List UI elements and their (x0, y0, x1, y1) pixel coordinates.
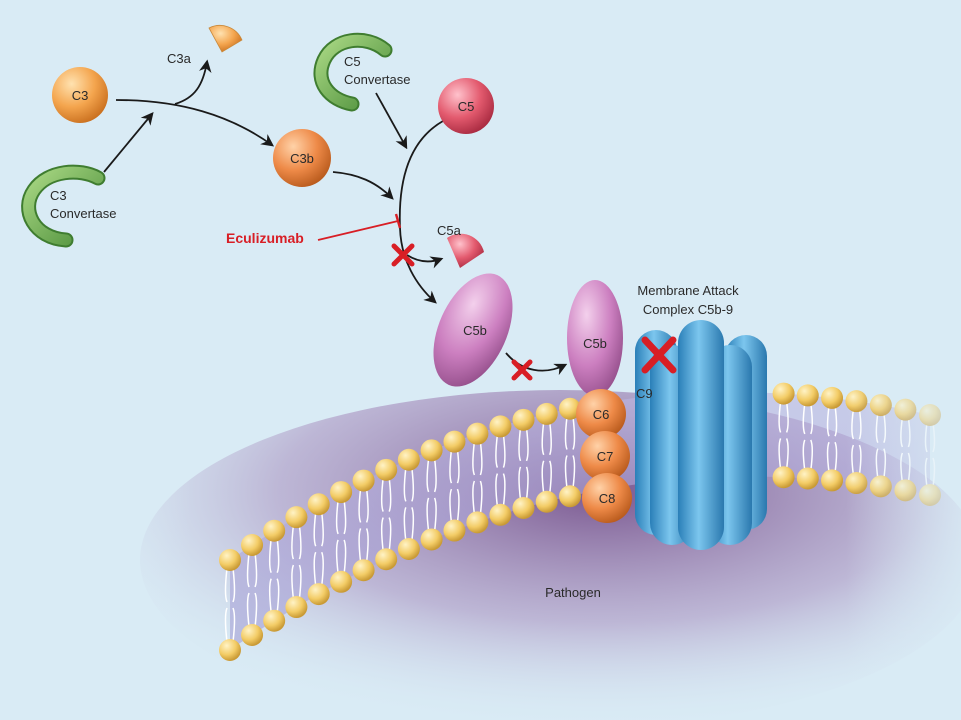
lipid-tail (932, 457, 936, 488)
lipid-head (307, 583, 330, 606)
arrow-c3b-to-junction (332, 171, 394, 200)
lipid-head (397, 448, 420, 471)
c5b-free-label: C5b (463, 323, 487, 338)
lipid-head (443, 430, 466, 453)
c3-convertase: C3 Convertase (21, 164, 116, 248)
mac-label-1: Membrane Attack (637, 283, 739, 298)
c5b-bound-molecule: C5b (567, 280, 623, 396)
c3b-label: C3b (290, 151, 314, 166)
c3-convertase-label-1: C3 (50, 188, 67, 203)
lipid-head (352, 559, 375, 582)
c5a-label: C5a (437, 223, 462, 238)
lipid-head (375, 458, 398, 481)
lipid-head (352, 469, 375, 492)
lipid-head (420, 528, 443, 551)
c3-label: C3 (72, 88, 89, 103)
arrow-c3-convertase-to-junction (103, 112, 154, 173)
lipid-head (285, 506, 308, 529)
c9-pore: C9 (635, 320, 767, 550)
lipid-tail (932, 422, 936, 453)
arrow-junction-to-c3a (174, 59, 212, 105)
c5a-fragment: C5a (437, 223, 484, 268)
c3-molecule: C3 (52, 67, 108, 123)
arrow-c5b-to-complex (505, 352, 568, 376)
lipid-head (869, 394, 892, 417)
arrow-c3-to-c3b (115, 99, 275, 147)
c3b-molecule: C3b (273, 129, 331, 187)
lipid-head (919, 404, 941, 426)
c5-convertase: C5 Convertase (313, 32, 410, 112)
lipid-head (489, 415, 512, 438)
block-marks (391, 243, 677, 381)
pathway-arrows (103, 59, 568, 376)
lipid-head (821, 386, 844, 409)
c5b-bound-label: C5b (583, 336, 607, 351)
lipid-head (263, 609, 286, 632)
mac-label-2: Complex C5b-9 (643, 302, 733, 317)
lipid-head (263, 519, 286, 542)
c7-molecule: C7 (580, 431, 630, 481)
lipid-head (821, 469, 844, 492)
lipid-head (443, 519, 466, 542)
c6-molecule: C6 (576, 389, 626, 439)
lipid-head (241, 534, 264, 557)
c5-convertase-label-2: Convertase (344, 72, 410, 87)
c5b-free-molecule: C5b (433, 273, 513, 387)
c3a-label: C3a (167, 51, 192, 66)
lipid-head (489, 503, 512, 526)
lipid-head (894, 398, 917, 421)
pathogen-label: Pathogen (545, 585, 601, 600)
c8-label: C8 (599, 491, 616, 506)
lipid-head (466, 422, 489, 445)
lipid-head (845, 472, 868, 495)
lipid-head (330, 570, 353, 593)
eculizumab-inhibitor: Eculizumab (226, 213, 402, 246)
c8-molecule: C8 (582, 473, 632, 523)
lipid-head (307, 493, 330, 516)
lipid-head (845, 390, 868, 413)
c3-convertase-label-2: Convertase (50, 206, 116, 221)
mac-label: Membrane Attack Complex C5b-9 (637, 283, 739, 317)
lipid-head (772, 382, 795, 405)
lipid-head (796, 384, 819, 407)
c9-label: C9 (636, 386, 653, 401)
c6-label: C6 (593, 407, 610, 422)
lipid-head (535, 490, 558, 513)
lipid-head (219, 549, 241, 571)
lipid-head (241, 624, 264, 647)
lipid-head (535, 402, 558, 425)
block-x-c5b-binding-icon (511, 359, 533, 381)
c3a-fragment: C3a (167, 24, 243, 66)
lipid-head (772, 466, 795, 489)
lipid-head (375, 548, 398, 571)
lipid-head (894, 479, 917, 502)
arrow-c5-convertase (375, 92, 408, 150)
block-x-mac-icon (641, 336, 677, 374)
lipid-head (420, 439, 443, 462)
lipid-head (559, 485, 581, 508)
lipid-head (397, 538, 420, 561)
lipid-head (919, 484, 941, 506)
lipid-head (285, 596, 308, 619)
c7-label: C7 (597, 449, 614, 464)
lipid-head (330, 481, 353, 504)
lipid-head (219, 639, 241, 661)
lipid-head (466, 511, 489, 534)
lipid-head (869, 475, 892, 498)
c5-convertase-label-1: C5 (344, 54, 361, 69)
lipid-head (512, 408, 535, 431)
eculizumab-label: Eculizumab (226, 230, 304, 246)
lipid-head (512, 496, 535, 519)
c5-molecule: C5 (438, 78, 494, 134)
arrow-c5-to-c5b (398, 120, 444, 304)
c5-label: C5 (458, 99, 475, 114)
arrow-to-c5a (406, 254, 444, 269)
lipid-head (796, 467, 819, 490)
block-x-c5-cleavage-icon (391, 243, 415, 267)
